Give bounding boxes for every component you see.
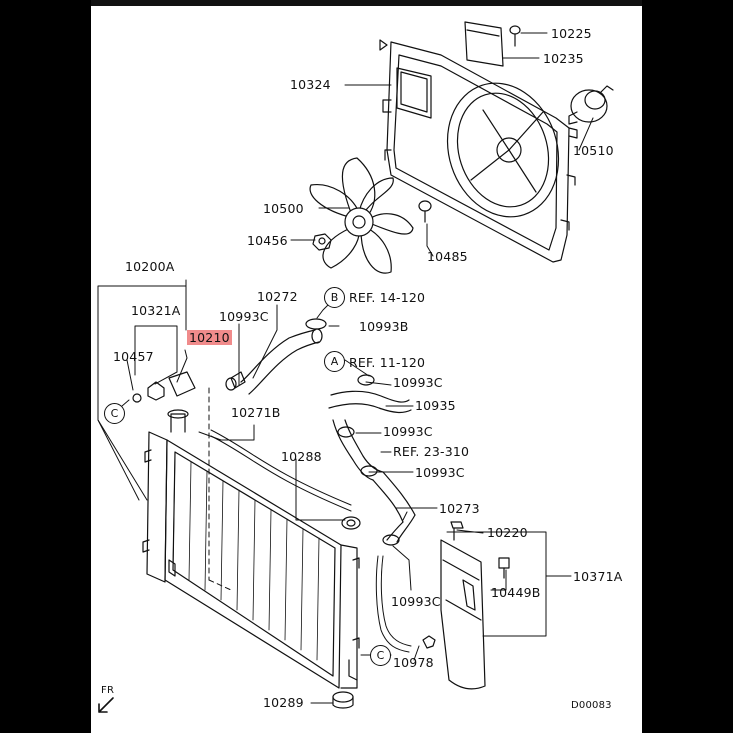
part-label-10993c-hose-top[interactable]: 10993C bbox=[393, 375, 443, 390]
part-label-10978[interactable]: 10978 bbox=[393, 655, 434, 670]
radiator-cap-group bbox=[132, 371, 196, 403]
part-label-10500[interactable]: 10500 bbox=[263, 201, 304, 216]
clamp-10993b bbox=[305, 318, 327, 330]
part-label-10993c-hose-mid[interactable]: 10993C bbox=[383, 424, 433, 439]
sticker-part bbox=[464, 21, 504, 67]
callout-c-bottom[interactable]: C bbox=[370, 645, 391, 666]
callout-c-left[interactable]: C bbox=[104, 403, 125, 424]
part-label-10457[interactable]: 10457 bbox=[113, 349, 154, 364]
rubber-mount bbox=[341, 516, 361, 530]
reference-label-b[interactable]: REF. 14-120 bbox=[349, 290, 426, 305]
part-label-10324[interactable]: 10324 bbox=[290, 77, 331, 92]
direction-label: FR bbox=[101, 685, 115, 696]
fan-motor bbox=[568, 85, 614, 125]
highlighted-part-number: 10210 bbox=[187, 330, 232, 345]
part-label-10272[interactable]: 10272 bbox=[257, 289, 298, 304]
reserve-tank bbox=[422, 521, 486, 690]
part-label-10288[interactable]: 10288 bbox=[281, 449, 322, 464]
diagram-code: D00083 bbox=[571, 700, 612, 711]
parts-diagram-sheet: 10225 10235 10324 10510 10500 10456 1048… bbox=[91, 0, 642, 733]
upper-hose bbox=[230, 328, 323, 395]
top-border bbox=[91, 0, 642, 6]
part-label-10271b[interactable]: 10271B bbox=[231, 405, 281, 420]
part-label-10235[interactable]: 10235 bbox=[543, 51, 584, 66]
front-direction-arrow bbox=[98, 697, 114, 713]
fan-blade-assembly bbox=[309, 157, 414, 274]
part-label-10935[interactable]: 10935 bbox=[415, 398, 456, 413]
overflow-hose bbox=[375, 555, 412, 653]
part-label-10289[interactable]: 10289 bbox=[263, 695, 304, 710]
clamps-hose bbox=[225, 374, 400, 546]
part-label-10225[interactable]: 10225 bbox=[551, 26, 592, 41]
part-label-10993c-radiator[interactable]: 10993C bbox=[391, 594, 441, 609]
bolt-10225 bbox=[509, 25, 521, 47]
part-label-10449b[interactable]: 10449B bbox=[491, 585, 541, 600]
nut-10456 bbox=[312, 233, 332, 251]
leader-lines bbox=[97, 32, 594, 704]
reference-label-a[interactable]: REF. 11-120 bbox=[349, 355, 426, 370]
part-label-10993c-hose-lower[interactable]: 10993C bbox=[415, 465, 465, 480]
reference-label-23[interactable]: REF. 23-310 bbox=[393, 444, 470, 459]
callout-a[interactable]: A bbox=[324, 351, 345, 372]
part-label-10993c-upper[interactable]: 10993C bbox=[219, 309, 269, 324]
part-label-10220[interactable]: 10220 bbox=[487, 525, 528, 540]
bolt-10485 bbox=[418, 200, 432, 223]
drain-cap bbox=[332, 691, 354, 709]
part-label-10485[interactable]: 10485 bbox=[427, 249, 468, 264]
part-label-10510[interactable]: 10510 bbox=[573, 143, 614, 158]
part-label-10200a[interactable]: 10200A bbox=[125, 259, 175, 274]
bolt-10449b bbox=[498, 557, 510, 579]
diagram-drawing bbox=[97, 21, 614, 713]
part-label-10371a[interactable]: 10371A bbox=[573, 569, 623, 584]
part-label-10210[interactable]: 10210 bbox=[187, 330, 232, 345]
part-label-10993b[interactable]: 10993B bbox=[359, 319, 409, 334]
callout-b[interactable]: B bbox=[324, 287, 345, 308]
part-label-10273[interactable]: 10273 bbox=[439, 501, 480, 516]
fan-shroud bbox=[379, 39, 578, 263]
part-label-10321a[interactable]: 10321A bbox=[131, 303, 181, 318]
part-label-10456[interactable]: 10456 bbox=[247, 233, 288, 248]
radiator bbox=[142, 409, 360, 689]
